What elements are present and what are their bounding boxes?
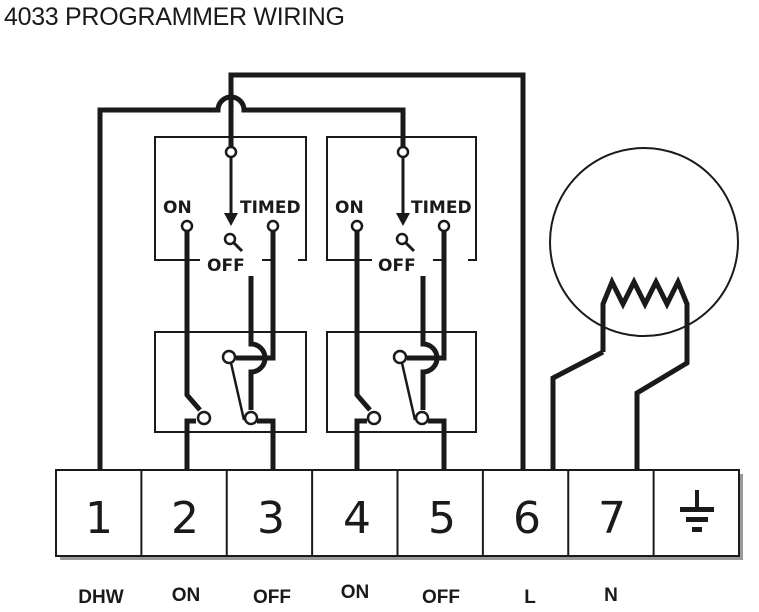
switch-1-off-label: OFF — [207, 256, 245, 276]
terminal-3-number: 3 — [257, 493, 285, 544]
switch-2-off-contact — [395, 232, 409, 246]
earth-ground-icon — [680, 490, 714, 532]
terminal-7-function: N — [604, 585, 618, 606]
switch-2-on-label: ON — [335, 198, 364, 218]
switch-1-on-contact — [180, 219, 194, 233]
terminal-4-function: ON — [341, 582, 370, 603]
terminal-5-number: 5 — [428, 493, 456, 544]
wire-l-feed — [228, 72, 526, 470]
heating-element-icon — [600, 275, 690, 470]
relay-1-box — [154, 331, 307, 433]
switch-1-selector: ON TIMED OFF — [154, 136, 307, 276]
switch-2-timed-contact — [437, 219, 451, 233]
switch-2-timed-label: TIMED — [411, 198, 472, 218]
page-title: 4033 PROGRAMMER WIRING — [4, 3, 345, 31]
switch-2-on-contact — [350, 219, 364, 233]
switch-2-common-terminal — [396, 145, 410, 159]
arrow-down-icon — [224, 213, 238, 226]
terminal-3-function: OFF — [253, 587, 291, 608]
terminal-5-function: OFF — [422, 587, 460, 608]
terminal-2-number: 2 — [171, 493, 199, 544]
switch-2-off-label: OFF — [378, 256, 416, 276]
relay-1-wiring — [184, 231, 276, 470]
switch-2-selector: ON TIMED OFF — [326, 136, 477, 276]
terminal-2-function: ON — [172, 585, 201, 606]
switch-1-on-label: ON — [163, 198, 192, 218]
terminal-7-number: 7 — [598, 493, 626, 544]
switch-1-timed-contact — [266, 219, 280, 233]
switch-2-upper-box — [326, 136, 477, 261]
switch-1-common-terminal — [224, 145, 238, 159]
arrow-down-icon — [396, 213, 410, 226]
switch-1-timed-label: TIMED — [240, 198, 301, 218]
relay-2-wiring — [354, 231, 447, 470]
terminal-6-number: 6 — [513, 493, 541, 544]
terminal-6-function: L — [524, 587, 536, 608]
wire-dhw-feed — [97, 94, 406, 470]
terminal-1-number: 1 — [85, 493, 113, 544]
terminal-1-function: DHW — [78, 587, 123, 608]
terminal-block — [55, 469, 743, 560]
switch-1-off-contact — [223, 232, 237, 246]
relay-2-box — [326, 331, 477, 433]
motor-circle — [549, 147, 739, 337]
motor-load — [549, 147, 739, 470]
switch-1-upper-box — [154, 136, 307, 261]
terminal-4-number: 4 — [343, 493, 371, 544]
